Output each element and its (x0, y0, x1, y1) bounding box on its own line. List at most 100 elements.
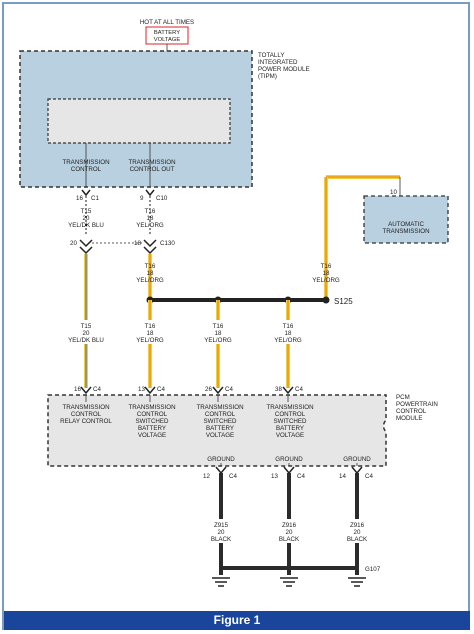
pcm-module (47, 394, 387, 467)
pcm-pin4-label-4: BATTERY (276, 425, 304, 432)
c130-id: C130 (160, 240, 175, 247)
tipm-conn-left-id: C1 (91, 195, 99, 202)
pcm-pin3-chevron (212, 386, 224, 395)
pcm-pin1-num: 16 (74, 386, 81, 393)
tipm-conn-left-num: 16 (76, 195, 83, 202)
tipm-inner-box (47, 98, 231, 144)
ground1-num: 12 (203, 473, 210, 480)
wire-d1-label-bg (70, 320, 102, 344)
ground2-num: 13 (271, 473, 278, 480)
ground2-chevron (283, 466, 295, 475)
pcm-pin1-chevron (80, 386, 92, 395)
ground-id: G107 (365, 566, 381, 573)
wire-d4-color: YEL/ORG (274, 337, 302, 344)
pcm-pin4-label-5: VOLTAGE (276, 432, 304, 439)
wire-left-top-color: YEL/DK BLU (68, 222, 104, 229)
pcm-pin2-label-1: TRANSMISSION (128, 404, 175, 411)
hot-at-all-times-label: HOT AT ALL TIMES (140, 19, 194, 26)
tipm-conn-left-chevron (81, 189, 91, 197)
wire-d3-color: YEL/ORG (204, 337, 232, 344)
wire-right-mid-code: T16 (145, 263, 156, 270)
ground1-wire-color: BLACK (211, 536, 232, 543)
wire-d1-code: T15 (81, 323, 92, 330)
pcm-pin1-label-1: TRANSMISSION (62, 404, 109, 411)
ground1-chevron (215, 466, 227, 475)
ground1-wire-gauge: 20 (218, 529, 225, 536)
wire-at-color: YEL/ORG (312, 277, 340, 284)
wire-d2-code: T16 (145, 323, 156, 330)
ground3-symbol-icon (348, 577, 366, 587)
ground2-wire-code: Z916 (282, 522, 297, 529)
ground3-conn: C4 (365, 473, 373, 480)
wire-d3-code: T16 (213, 323, 224, 330)
splice-node-4 (322, 296, 330, 304)
pcm-pin2-label-2: CONTROL (137, 411, 168, 418)
ground2-symbol-icon (280, 577, 298, 587)
tipm-conn-right-id: C10 (156, 195, 168, 202)
tipm-pin-right-1: TRANSMISSION (128, 159, 175, 166)
pcm-pin2-conn: C4 (157, 386, 165, 393)
tipm-name-2: INTEGRATED (258, 59, 298, 66)
wire-d1-color: YEL/DK BLU (68, 337, 104, 344)
pcm-pin3-label-4: BATTERY (206, 425, 234, 432)
ground2-conn: C4 (297, 473, 305, 480)
ground2-wire-label-bg (275, 519, 303, 543)
pcm-name-2: POWERTRAIN (396, 401, 438, 408)
wire-d2-color: YEL/ORG (136, 337, 164, 344)
pcm-pin3-label-2: CONTROL (205, 411, 236, 418)
ground3-wire-color: BLACK (347, 536, 368, 543)
wire-at-gauge: 18 (323, 270, 330, 277)
pcm-name-4: MODULE (396, 415, 422, 422)
tipm-pin-left-2: CONTROL (71, 166, 102, 173)
wire-d3-gauge: 18 (215, 330, 222, 337)
wire-d1-gauge: 20 (83, 330, 90, 337)
pcm-pin2-chevron (144, 386, 156, 395)
pcm-ground1-label: GROUND (207, 456, 235, 463)
wire-d4-label-bg (274, 320, 302, 344)
battery-label-1: BATTERY (154, 30, 180, 36)
tipm-pin-left-1: TRANSMISSION (62, 159, 109, 166)
at-name-2: TRANSMISSION (382, 228, 429, 235)
ground3-wire-gauge: 20 (354, 529, 361, 536)
c130-right-lower-chevron (143, 246, 157, 255)
wire-right-top-color: YEL/ORG (136, 222, 164, 229)
pcm-ground3-label: GROUND (343, 456, 371, 463)
pcm-pin2-num: 13 (138, 386, 145, 393)
pcm-pin1-label-2: CONTROL (71, 411, 102, 418)
wire-left-top-gauge: 20 (83, 215, 90, 222)
pcm-pin2-label-4: BATTERY (138, 425, 166, 432)
pcm-name-1: PCM (396, 394, 410, 401)
splice-id: S125 (334, 297, 353, 306)
ground3-wire-code: Z916 (350, 522, 365, 529)
c130-left-pin: 20 (70, 240, 77, 247)
wire-at-code: T16 (321, 263, 332, 270)
ground1-symbol-icon (212, 577, 230, 587)
pcm-pin4-conn: C4 (295, 386, 303, 393)
c130-right-pin: 18 (134, 240, 141, 247)
ground1-conn: C4 (229, 473, 237, 480)
wire-right-top-gauge: 18 (147, 215, 154, 222)
ground3-chevron (351, 466, 363, 475)
wire-d3-label-bg (204, 320, 232, 344)
wire-right-mid-gauge: 18 (147, 270, 154, 277)
tipm-name-4: (TIPM) (258, 73, 277, 80)
pcm-pin4-label-2: CONTROL (275, 411, 306, 418)
pcm-pin4-label-3: SWITCHED (274, 418, 308, 425)
ground2-wire-color: BLACK (279, 536, 300, 543)
pcm-pin3-conn: C4 (225, 386, 233, 393)
automatic-transmission-module (363, 195, 449, 244)
ground3-wire-label-bg (343, 519, 371, 543)
pcm-pin3-label-5: VOLTAGE (206, 432, 234, 439)
tipm-conn-right-chevron (145, 189, 155, 197)
wire-left-top-code: T15 (81, 208, 92, 215)
c130-left-upper-chevron (79, 239, 93, 248)
tipm-name-3: POWER MODULE (258, 66, 310, 73)
figure-caption: Figure 1 (4, 611, 470, 630)
at-name-1: AUTOMATIC (388, 221, 424, 228)
wire-d4-gauge: 18 (285, 330, 292, 337)
battery-label-2: VOLTAGE (154, 37, 181, 43)
tipm-name-1: TOTALLY (258, 52, 284, 59)
pcm-pin1-conn: C4 (93, 386, 101, 393)
pcm-pin4-num: 38 (275, 386, 282, 393)
